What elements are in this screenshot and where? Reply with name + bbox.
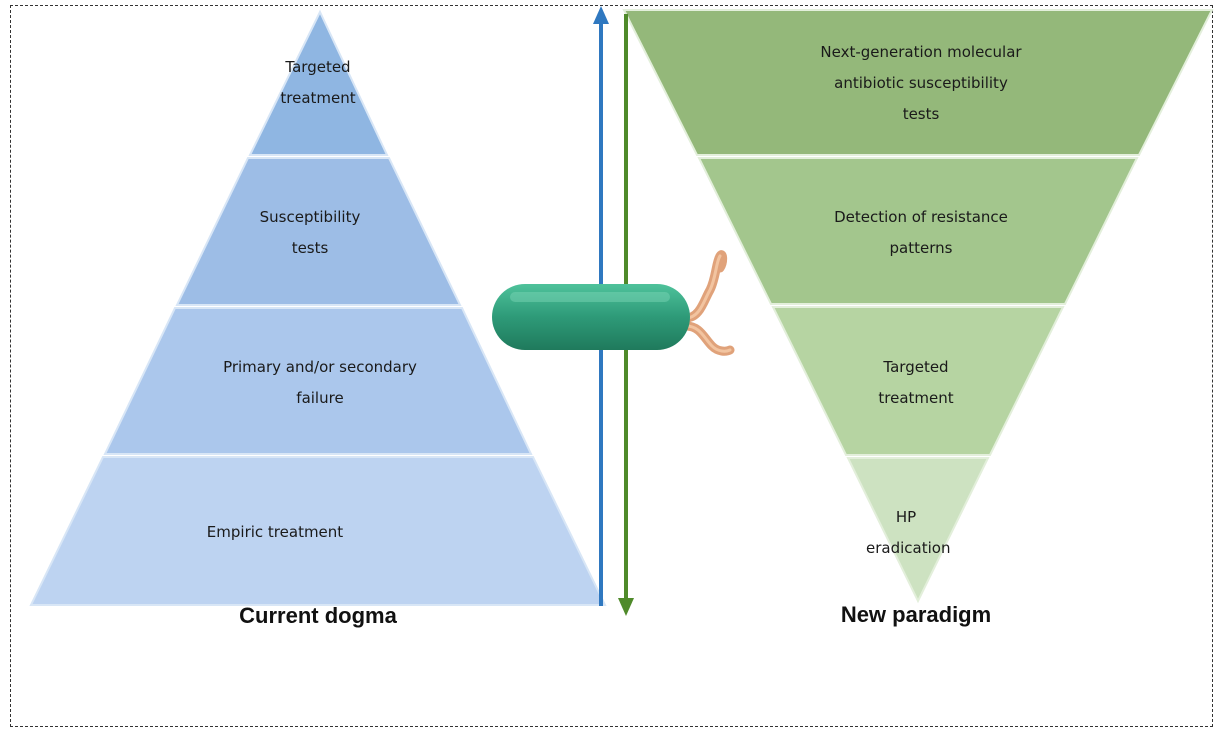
pyramid-tier-1 (248, 9, 389, 156)
funnel-tier-1 (622, 9, 1214, 156)
flagellum (681, 250, 735, 356)
dashed-border-frame (10, 5, 1213, 727)
bacterium-body (492, 284, 690, 350)
funnel-tier-4 (846, 457, 990, 604)
funnel-tier-1-label: Next-generation molecular antibiotic sus… (820, 43, 1022, 123)
pyramid-tier-2-label: Susceptibility tests (259, 208, 361, 257)
funnel-tier-2-label: Detection of resistance patterns (834, 208, 1008, 257)
pyramid-tier-3-label: Primary and/or secondary failure (223, 358, 417, 407)
pyramid-tier-4-label: Empiric treatment (206, 523, 344, 541)
funnel-tier-3-label: Targeted treatment (878, 358, 954, 407)
pyramid-tier-4 (29, 456, 607, 606)
funnel-tier-3 (771, 306, 1065, 456)
funnel-tier-4-label: HP eradication (866, 508, 951, 557)
current-dogma-caption: Current dogma (239, 603, 397, 628)
new-paradigm-caption: New paradigm (840, 602, 992, 627)
funnel-tier-2 (697, 157, 1139, 305)
pyramid-tier-1-label: Targeted treatment (280, 58, 356, 107)
pyramid-tier-3 (103, 307, 533, 455)
pyramid-tier-2 (175, 157, 462, 306)
new-paradigm-funnel (622, 9, 1214, 604)
current-dogma-pyramid (29, 9, 607, 606)
bacterium-illustration (492, 250, 735, 356)
